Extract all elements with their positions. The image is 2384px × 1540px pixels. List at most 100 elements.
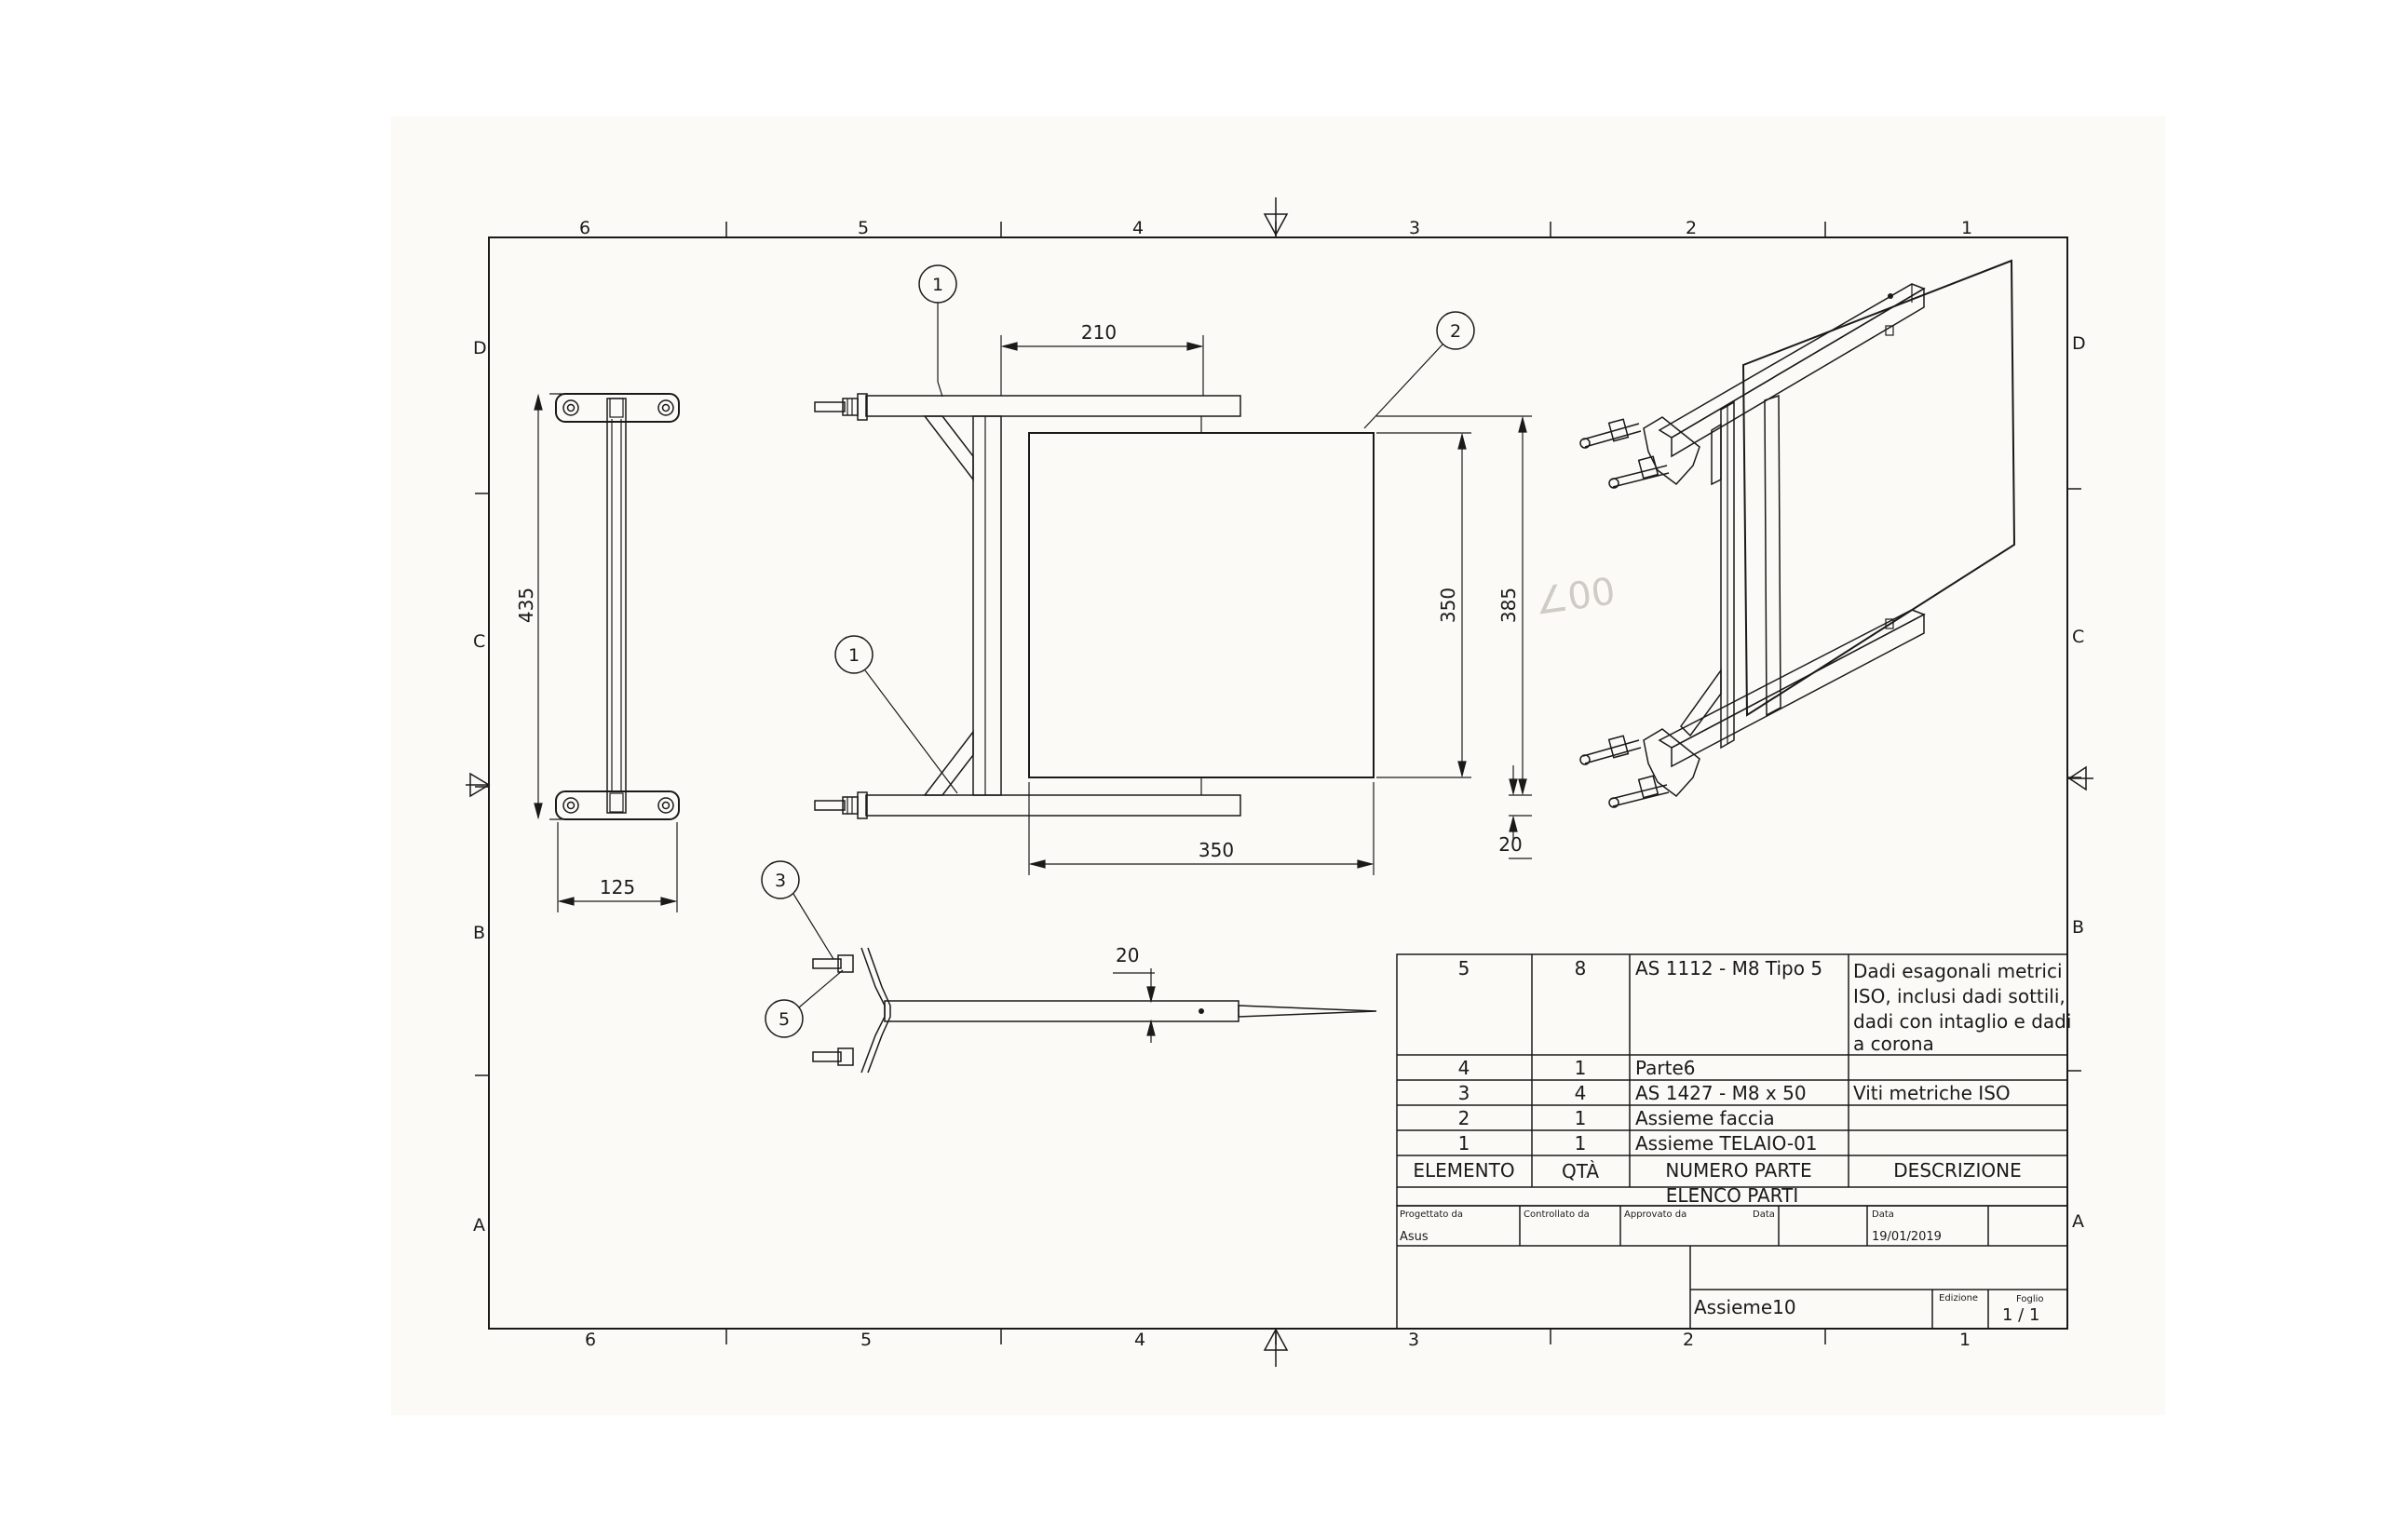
- row-2-part: Assieme faccia: [1635, 1107, 1775, 1129]
- dim-profile-offset: 20: [1116, 944, 1139, 966]
- drawing-title: Assieme10: [1694, 1296, 1796, 1318]
- dim-face-height: 350: [1437, 588, 1459, 623]
- row-5-part: AS 1112 - M8 Tipo 5: [1635, 957, 1822, 979]
- row-4-element: 4: [1458, 1057, 1470, 1079]
- dim-side-height: 435: [515, 588, 537, 623]
- date-label-1: Data: [1753, 1209, 1775, 1220]
- zone-col-5-top: 5: [858, 218, 869, 238]
- zone-row-b-right: B: [2072, 917, 2084, 938]
- sheet-label: Foglio: [2016, 1294, 2044, 1304]
- balloon-1-mid: [834, 635, 874, 674]
- zone-row-a-left: A: [473, 1215, 485, 1236]
- profile-tip: [1238, 1005, 1377, 1018]
- balloon-2-group: [1363, 311, 1475, 429]
- header-part-number: NUMERO PARTE: [1665, 1159, 1811, 1182]
- side-view: [555, 393, 680, 820]
- row-5-element: 5: [1458, 957, 1470, 979]
- balloon-5-group: [765, 969, 844, 1038]
- balloon-5-label: 5: [779, 1009, 790, 1030]
- zone-col-3-top: 3: [1409, 218, 1420, 238]
- row-2-qty: 1: [1575, 1107, 1587, 1129]
- zone-col-6-top: 6: [579, 218, 590, 238]
- zone-row-a-right: A: [2072, 1211, 2084, 1232]
- zone-col-2-bottom: 2: [1683, 1330, 1694, 1350]
- zone-ticks: [475, 222, 2081, 1344]
- paper-sheet: [391, 116, 2165, 1415]
- balloon-1-top-group: [918, 264, 957, 398]
- checked-by-label: Controllato da: [1524, 1209, 1590, 1220]
- drawing-border: [488, 236, 2068, 1330]
- front-vertical-frame: [972, 415, 1002, 796]
- zone-row-c-right: C: [2072, 627, 2084, 647]
- zone-col-3-bottom: 3: [1408, 1330, 1419, 1350]
- row-5-qty: 8: [1575, 957, 1587, 979]
- designed-by-label: Progettato da: [1400, 1209, 1463, 1220]
- profile-dimensions: [1113, 968, 1156, 1043]
- zone-col-4-top: 4: [1132, 218, 1144, 238]
- balloon-3-group: [761, 860, 834, 960]
- row-3-desc: Viti metriche ISO: [1853, 1082, 2011, 1104]
- zone-col-4-bottom: 4: [1134, 1330, 1145, 1350]
- approved-by-label: Approvato da: [1624, 1209, 1686, 1220]
- row-4-part: Parte6: [1635, 1057, 1696, 1079]
- iso-vertical-post: [1720, 400, 1735, 750]
- zone-col-1-top: 1: [1961, 218, 1972, 238]
- balloon-3-label: 3: [775, 871, 786, 891]
- balloon-1-top-label: 1: [932, 275, 943, 295]
- zone-col-5-bottom: 5: [860, 1330, 872, 1350]
- row-5-desc-4: a corona: [1853, 1033, 1934, 1055]
- zone-labels-right: D C B A: [2072, 333, 2086, 1232]
- front-view: [814, 393, 1375, 819]
- zone-col-1-bottom: 1: [1959, 1330, 1971, 1350]
- row-5-desc-2: ISO, inclusi dadi sottili,: [1853, 985, 2066, 1007]
- sheet-number: 1 / 1: [2002, 1305, 2039, 1325]
- side-dimensions: [534, 393, 678, 912]
- balloon-1-mid-group: [834, 635, 958, 794]
- parts-list-title: ELENCO PARTI: [1666, 1184, 1798, 1207]
- title-block-frame: [1396, 1205, 2068, 1330]
- centering-arrows: [466, 197, 2093, 1367]
- row-1-qty: 1: [1575, 1132, 1587, 1155]
- balloon-2-label: 2: [1450, 321, 1461, 342]
- front-bolts-bottom: [814, 791, 868, 819]
- balloon-1-mid-label: 1: [848, 645, 860, 666]
- zone-row-d-right: D: [2072, 333, 2086, 354]
- header-description: DESCRIZIONE: [1893, 1159, 2021, 1182]
- profile-view: [812, 947, 1377, 1074]
- zone-labels-top: 6 5 4 3 2 1: [579, 218, 1972, 238]
- row-2-element: 2: [1458, 1107, 1470, 1129]
- dim-offset-bottom: 20: [1498, 833, 1522, 856]
- iso-lower-bracket: [1643, 728, 1700, 798]
- row-1-element: 1: [1458, 1132, 1470, 1155]
- row-3-element: 3: [1458, 1082, 1470, 1104]
- dim-side-width: 125: [600, 876, 635, 898]
- row-5-desc-1: Dadi esagonali metrici: [1853, 960, 2063, 982]
- title-block-content: Progettato da Asus Controllato da Approv…: [1400, 1209, 2044, 1325]
- dim-top-width: 210: [1081, 321, 1117, 344]
- iso-face-panel: [1741, 259, 2016, 717]
- zone-labels-bottom: 6 5 4 3 2 1: [585, 1330, 1971, 1350]
- header-qty: QTÀ: [1562, 1160, 1599, 1182]
- zone-col-6-bottom: 6: [585, 1330, 596, 1350]
- front-bottom-brace: [923, 729, 974, 796]
- row-3-part: AS 1427 - M8 x 50: [1635, 1082, 1807, 1104]
- zone-row-b-left: B: [473, 923, 485, 943]
- row-3-qty: 4: [1575, 1082, 1587, 1104]
- side-bottom-plate: [555, 790, 680, 820]
- front-bottom-rail: [865, 794, 1241, 817]
- row-4-qty: 1: [1575, 1057, 1587, 1079]
- header-element: ELEMENTO: [1413, 1159, 1514, 1182]
- dim-frame-height: 385: [1497, 588, 1520, 623]
- designed-by: Asus: [1400, 1230, 1429, 1244]
- dim-face-width: 350: [1199, 839, 1234, 861]
- row-1-part: Assieme TELAIO-01: [1635, 1132, 1818, 1155]
- front-top-rail: [865, 395, 1241, 417]
- zone-row-c-left: C: [473, 631, 485, 652]
- front-top-brace: [923, 415, 974, 482]
- row-5-desc-3: dadi con intaglio e dadi: [1853, 1010, 2071, 1033]
- zone-col-2-top: 2: [1686, 218, 1697, 238]
- balloon-5: [765, 999, 804, 1038]
- balloon-3: [761, 860, 800, 899]
